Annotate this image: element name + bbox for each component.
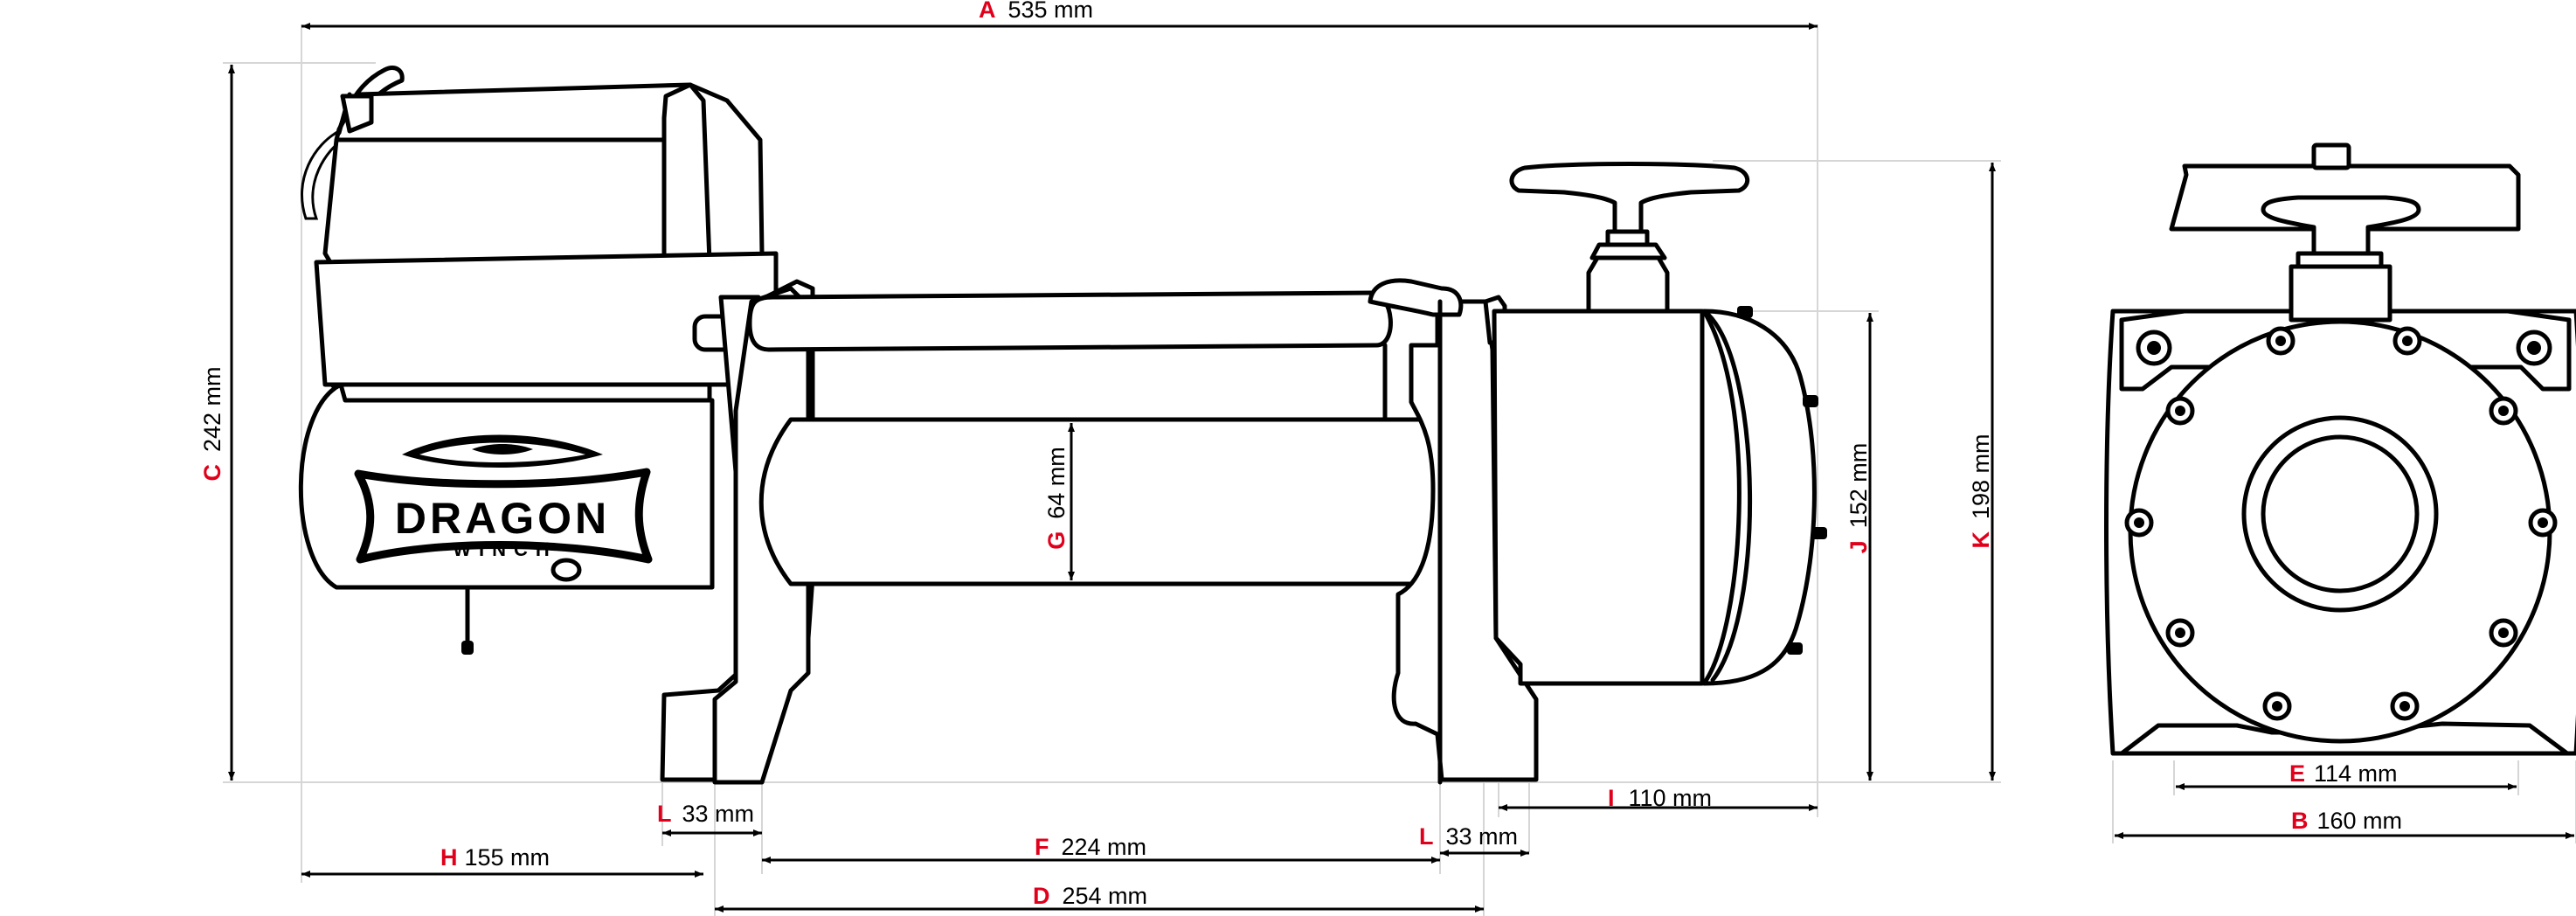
dimension-lines [228, 23, 2574, 913]
front-top-knob [2311, 142, 2351, 170]
front-clutch-handle [2261, 195, 2421, 256]
front-clutch-housing [2289, 264, 2392, 323]
logo-brand-name: DRAGON [395, 494, 610, 543]
winch-front-view [2104, 142, 2576, 756]
drain-plug [461, 641, 474, 655]
logo-brand-sub: WINCH [453, 538, 557, 560]
dim-label-g: G64 mm [1043, 447, 1070, 550]
clutch-handle [1509, 162, 1749, 234]
dragon-winch-logo: DRAGON WINCH [354, 434, 653, 564]
front-bolts [2124, 326, 2558, 721]
dim-label-k: K198 mm [1968, 434, 1994, 548]
motor-cover-side [661, 82, 712, 265]
right-end-plate [1391, 299, 1539, 782]
tie-bar [747, 290, 1393, 352]
front-drum-inner [2261, 434, 2420, 593]
gearbox-end-cover [1701, 309, 1817, 686]
winch-side-view: DRAGON WINCH [298, 66, 1827, 785]
control-cable [301, 129, 348, 220]
clutch-housing [1586, 255, 1670, 314]
gearbox-housing [1492, 309, 1705, 686]
motor-bolt-hole [551, 558, 582, 582]
cable-gland [340, 94, 374, 134]
dim-label-c: C242 mm [199, 366, 225, 481]
dim-label-j: J152 mm [1845, 443, 1872, 554]
cable-drum [758, 417, 1449, 586]
